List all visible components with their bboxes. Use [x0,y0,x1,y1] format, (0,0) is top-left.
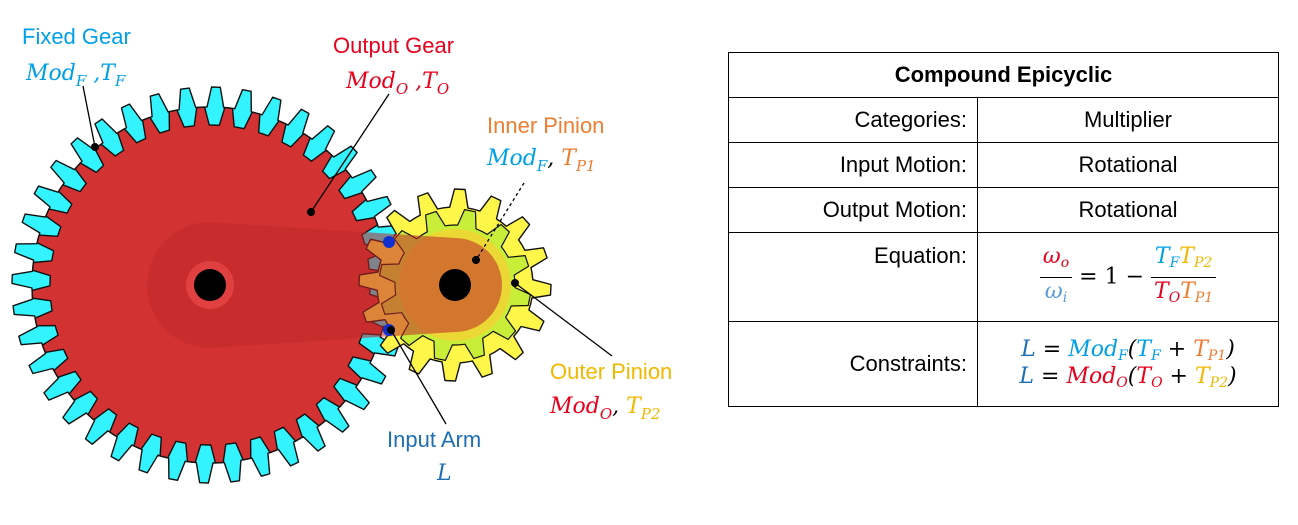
inner-pinion-formula: ModF, TP1 [486,146,596,175]
gear-diagram: Fixed Gear ModF ,TF Output Gear ModO ,TO… [11,24,672,486]
input-arm [147,222,502,348]
center-shaft-hole [194,269,226,301]
inner-pinion-pointer-dot [472,256,480,264]
inner-pinion-title: Inner Pinion [487,113,604,138]
output-motion-value: Rotational [977,187,1279,233]
input-arm-pointer-dot [387,326,395,334]
table-title: Compound Epicyclic [728,52,1279,98]
table-row: Equation: ωo ωi = 1 − TFTP2 TOTP1 [728,232,1279,322]
constraint-1: L = ModF(TF + TP1) [1021,337,1235,364]
fixed-gear-leader [82,85,96,148]
input-arm-symbol: L [436,461,452,486]
table-row: Categories: Multiplier [728,97,1279,143]
output-motion-label: Output Motion: [728,187,978,233]
fixed-gear-formula: ModF ,TF [25,61,126,90]
fixed-gear-pointer-dot [91,143,99,151]
outer-pinion-title: Outer Pinion [550,359,672,384]
pinion-shaft-hole [439,269,471,301]
equation-label: Equation: [728,232,978,322]
output-gear-pointer-dot [307,208,315,216]
fixed-gear-title: Fixed Gear [22,24,131,49]
outer-pinion-pointer-dot [511,279,519,287]
table-row: Input Motion: Rotational [728,142,1279,188]
categories-value: Multiplier [977,97,1279,143]
teeth-ratio: TFTP2 TOTP1 [1151,243,1217,312]
output-gear-formula: ModO ,TO [345,69,449,98]
categories-label: Categories: [728,97,978,143]
equation-value: ωo ωi = 1 − TFTP2 TOTP1 [977,232,1279,322]
input-arm-leader [390,329,447,425]
constraints-label: Constraints: [728,321,978,407]
outer-pinion-leader [514,282,613,357]
output-gear-leader [310,93,390,213]
input-motion-label: Input Motion: [728,142,978,188]
input-motion-value: Rotational [977,142,1279,188]
mesh-point-marker [383,236,395,248]
output-gear-title: Output Gear [333,33,454,58]
input-arm-title: Input Arm [387,427,481,452]
table-row: Constraints: L = ModF(TF + TP1) L = ModO… [728,321,1279,407]
gear-info-table: Compound Epicyclic Categories: Multiplie… [728,52,1279,407]
outer-pinion-formula: ModO, TP2 [549,394,661,423]
omega-ratio: ωo ωi [1039,243,1073,312]
constraints-value: L = ModF(TF + TP1) L = ModO(TO + TP2) [977,321,1279,407]
constraint-2: L = ModO(TO + TP2) [1019,364,1237,391]
table-row: Output Motion: Rotational [728,187,1279,233]
